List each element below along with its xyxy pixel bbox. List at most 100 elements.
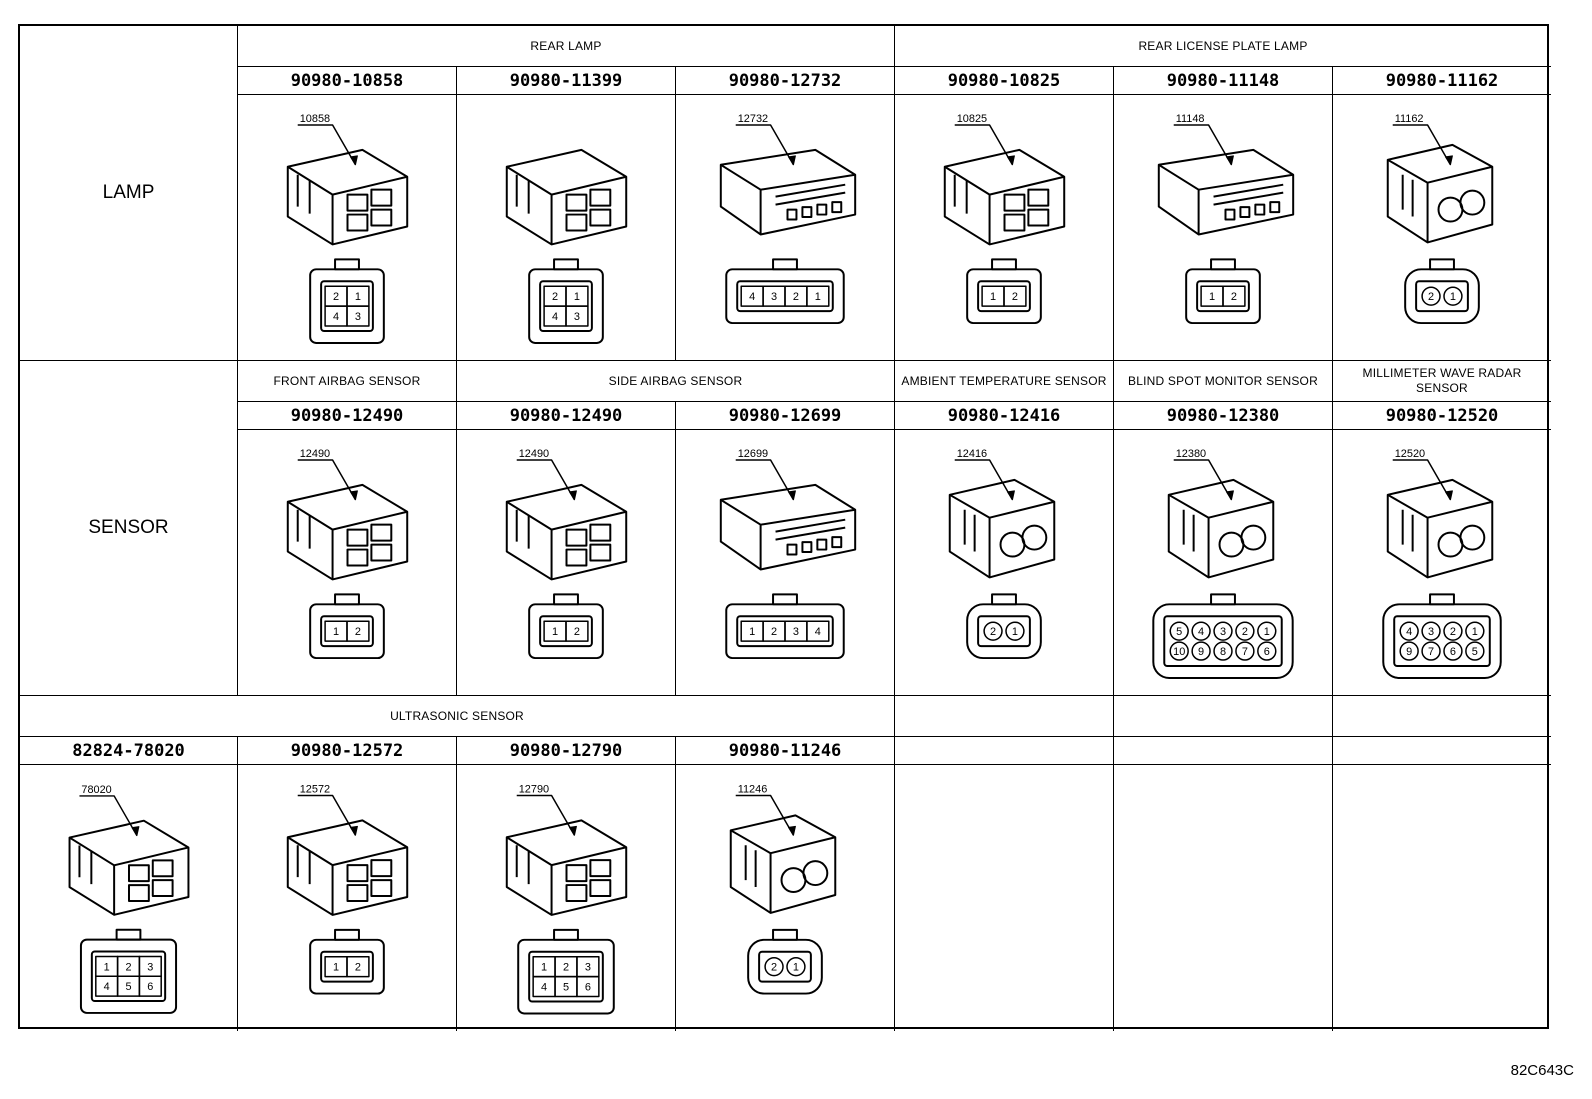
pin-cell — [1421, 621, 1441, 641]
pin-number: 1 — [574, 291, 580, 303]
pin-number: 3 — [1220, 626, 1226, 638]
pin-number: 6 — [1450, 646, 1456, 658]
part-number: 90980-12416 — [895, 402, 1114, 430]
pin-number: 2 — [574, 626, 580, 638]
pin-number: 5 — [563, 982, 569, 994]
connector-housing-icon — [505, 483, 628, 581]
pin-cell — [1169, 641, 1189, 661]
pin-number: 2 — [1450, 626, 1456, 638]
connector-face-icon — [1152, 593, 1294, 679]
pin-number: 2 — [355, 962, 361, 974]
tag-label: 11246 — [738, 783, 768, 795]
connector-housing-icon — [1386, 143, 1494, 244]
pin-cell — [1005, 621, 1025, 641]
tag-leader — [297, 459, 358, 501]
pin-cell — [1443, 621, 1463, 641]
pin-number: 10 — [1173, 646, 1185, 658]
connector-face-icon — [966, 593, 1042, 660]
tag-label: 12380 — [1176, 448, 1206, 460]
empty-cell — [1114, 765, 1333, 1031]
connector-housing-icon — [943, 148, 1066, 246]
connector-svg: 2 1 4 3 — [505, 148, 628, 344]
pin-number: 5 — [1472, 646, 1478, 658]
tag-leader — [1173, 459, 1234, 501]
pin-cell — [1465, 641, 1485, 661]
pin-number: 1 — [749, 626, 755, 638]
pin-number: 4 — [749, 291, 755, 303]
part-number: 90980-12732 — [676, 67, 895, 95]
part-number: 90980-11162 — [1333, 67, 1551, 95]
pin-number: 1 — [541, 962, 547, 974]
pin-number: 2 — [990, 626, 996, 638]
part-number: 90980-12520 — [1333, 402, 1551, 430]
tag-label: 78020 — [81, 784, 111, 796]
pin-number: 1 — [552, 626, 558, 638]
pin-cell — [576, 975, 600, 998]
group-ultrasonic-sensor: ULTRASONIC SENSOR — [20, 696, 895, 737]
pin-number: 4 — [815, 626, 821, 638]
pin-cell — [1222, 285, 1246, 307]
pin-number: 6 — [585, 982, 591, 994]
pin-number: 4 — [1198, 626, 1204, 638]
pin-number: 2 — [563, 962, 569, 974]
pin-number: 3 — [793, 626, 799, 638]
connector-face-icon — [309, 928, 385, 995]
category-label: SENSOR — [88, 517, 169, 538]
tag-leader — [1392, 459, 1453, 501]
pin-cell — [1257, 641, 1277, 661]
tag-leader — [735, 124, 796, 166]
connector-face-icon — [1382, 593, 1502, 679]
connector-face-icon — [747, 928, 823, 995]
group-blind-spot-monitor-sensor: BLIND SPOT MONITOR SENSOR — [1114, 361, 1333, 402]
tag-leader — [954, 124, 1015, 166]
part-number: 90980-12380 — [1114, 402, 1333, 430]
pin-number: 1 — [815, 291, 821, 303]
pin-cell — [1443, 286, 1463, 306]
tag-label: 12416 — [957, 448, 987, 460]
pin-number: 3 — [585, 962, 591, 974]
group-side-airbag-sensor: SIDE AIRBAG SENSOR — [457, 361, 895, 402]
diagram-code: 82C643C — [1510, 1062, 1574, 1079]
pin-number: 3 — [574, 311, 580, 323]
part-number: 90980-11246 — [676, 737, 895, 765]
tag-label: 12699 — [738, 448, 768, 460]
pin-number: 1 — [355, 291, 361, 303]
pin-number: 1 — [990, 291, 996, 303]
connector-housing-icon — [948, 478, 1056, 579]
connector-face-icon — [1185, 258, 1261, 325]
connector-housing-icon — [1386, 478, 1494, 579]
empty-cell — [1114, 696, 1333, 737]
pin-number: 2 — [333, 291, 339, 303]
pin-number: 2 — [552, 291, 558, 303]
tag-leader — [297, 124, 358, 166]
pin-cell — [1235, 621, 1255, 641]
tag-label: 12790 — [519, 783, 549, 795]
pin-number: 4 — [552, 311, 558, 323]
pin-number: 1 — [793, 962, 799, 974]
tag-label: 12732 — [738, 113, 768, 125]
part-number: 90980-10825 — [895, 67, 1114, 95]
tag-leader — [735, 459, 796, 501]
tag-label: 12572 — [300, 783, 330, 795]
category-label: LAMP — [102, 182, 155, 203]
group-front-airbag-sensor: FRONT AIRBAG SENSOR — [238, 361, 457, 402]
pin-number: 7 — [1242, 646, 1248, 658]
pin-number: 3 — [771, 291, 777, 303]
pin-cell — [565, 620, 589, 642]
